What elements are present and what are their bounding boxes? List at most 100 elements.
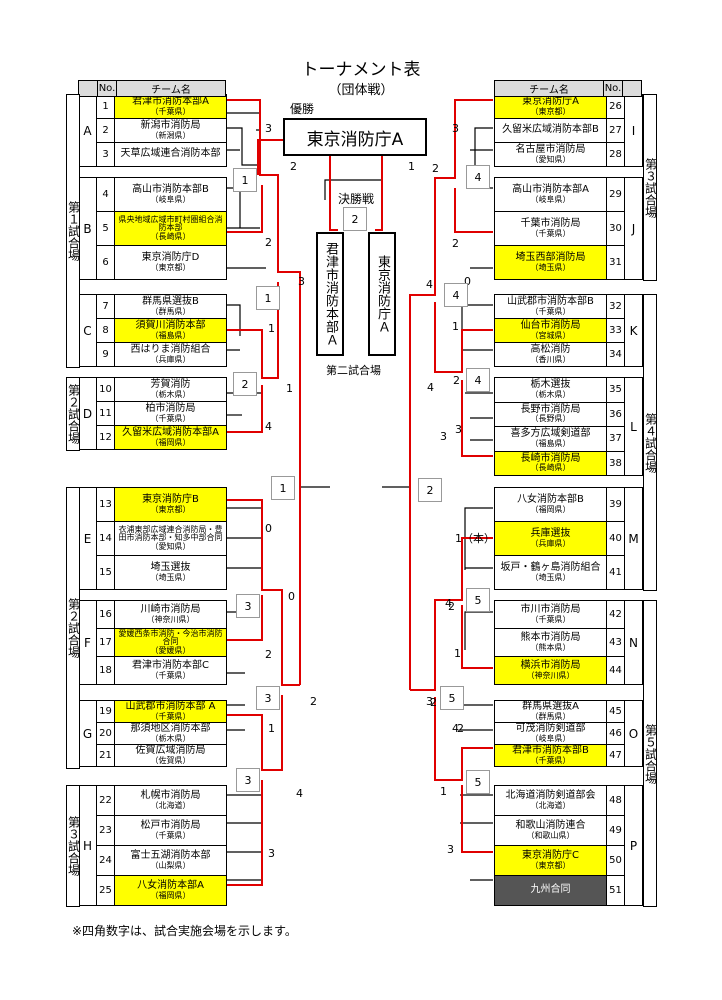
final-label: 決勝戦 [338, 192, 375, 206]
team-name-cell: 東京消防庁C（東京都） [494, 845, 607, 876]
team-number: 51 [606, 875, 625, 906]
venue-label-left: 第２試合場 [66, 377, 81, 451]
team-number: 36 [606, 401, 625, 427]
team-row: 横浜市消防局（神奈川県）44 [494, 656, 643, 685]
team-name: 東京消防庁D [141, 252, 200, 264]
team-number: 48 [606, 785, 625, 816]
team-name: 佐賀広域消防局 [135, 745, 206, 757]
team-prefecture: （長崎県） [530, 463, 571, 473]
match-score: 2 [452, 237, 459, 250]
team-prefecture: （東京都） [150, 262, 191, 272]
team-name: 西はりま消防組合 [130, 344, 211, 356]
team-name: 東京消防庁C [522, 850, 579, 862]
group-letter: I [624, 94, 643, 167]
team-name-cell: 九州合同 [494, 875, 607, 906]
team-prefecture: （岐阜県） [530, 194, 571, 204]
match-venue-mark: 2 [233, 372, 257, 396]
team-name: 川崎市消防局 [140, 604, 201, 616]
match-venue-mark: 3 [256, 686, 280, 710]
team-number: 41 [606, 555, 625, 590]
match-venue-mark: 1 [256, 286, 280, 310]
match-score: 1 [454, 647, 461, 660]
team-name-cell: 八女消防本部B（福岡県） [494, 487, 607, 522]
group-letter: B [78, 177, 97, 280]
team-number: 2 [96, 118, 115, 143]
team-prefecture: （愛知県） [530, 154, 571, 164]
team-name: 長野市消防局 [520, 403, 581, 415]
finalist-left: 君津市消防本部Ａ [316, 232, 344, 356]
team-name: 那須地区消防本部 [130, 723, 211, 735]
team-name-cell: 坂戸・鶴ヶ島消防組合（埼玉県） [494, 555, 607, 590]
team-name: 群馬県選抜A [522, 701, 579, 713]
team-prefecture: （千葉県） [150, 830, 191, 840]
group-letter: G [78, 700, 97, 767]
team-name: 高山市消防本部A [512, 184, 589, 196]
match-venue-mark: 2 [418, 478, 442, 502]
team-prefecture: （神奈川県） [526, 670, 575, 680]
team-prefecture: （千葉県） [150, 670, 191, 680]
team-number: 37 [606, 426, 625, 452]
team-name: 兵庫選抜 [530, 528, 571, 540]
team-name: 栃木選抜 [530, 379, 571, 391]
team-name: 横浜市消防局 [520, 660, 581, 672]
venue-label-right: 第５試合場 [643, 600, 658, 907]
team-number: 4 [96, 177, 115, 212]
team-number: 7 [96, 294, 115, 319]
team-number: 21 [96, 744, 115, 767]
team-name: 衣浦東部広域連合消防局・豊田市消防本部・知多中部合同 [118, 524, 223, 543]
team-number: 12 [96, 425, 115, 450]
match-score: 0 [464, 275, 471, 288]
team-name-cell: 県央地域広域市町村圏組合消防本部（長崎県） [114, 211, 227, 246]
match-venue-mark: 3 [236, 768, 260, 792]
team-row: 埼玉西部消防局（埼玉県）31 [494, 245, 643, 280]
team-number: 10 [96, 377, 115, 402]
team-number: 33 [606, 318, 625, 343]
team-prefecture: （埼玉県） [530, 262, 571, 272]
team-row: 長崎市消防局（長崎県）38 [494, 450, 643, 476]
team-number: 8 [96, 318, 115, 343]
team-prefecture: （東京都） [530, 106, 571, 116]
final-venue-mark: 2 [343, 207, 367, 231]
team-prefecture: （熊本県） [530, 642, 571, 652]
team-name: 和歌山消防連合 [515, 820, 586, 832]
team-row: 高松消防（香川県）34 [494, 342, 643, 367]
team-prefecture: （愛媛県） [150, 645, 191, 655]
team-name-cell: 富士五湖消防本部（山梨県） [114, 845, 227, 876]
team-name: 富士五湖消防本部 [130, 850, 211, 862]
team-prefecture: （山梨県） [150, 860, 191, 870]
team-prefecture: （岐阜県） [530, 733, 571, 743]
page-subtitle: （団体戦） [328, 83, 394, 98]
team-name: 山武郡市消防本部B [507, 296, 594, 308]
team-name: 可茂消防剣道部 [515, 723, 586, 735]
team-row: 可茂消防剣道部（岐阜県）46 [494, 722, 643, 745]
team-number: 50 [606, 845, 625, 876]
team-number: 39 [606, 487, 625, 522]
team-number: 28 [606, 142, 625, 167]
venue-label-left: 第３試合場 [66, 785, 81, 907]
match-score: 0 [265, 522, 272, 535]
venue-label-left: 第２試合場 [66, 487, 81, 769]
team-prefecture: （千葉県） [530, 306, 571, 316]
team-name-cell: 君津市消防本部B（千葉県） [494, 744, 607, 767]
team-row: 君津市消防本部B（千葉県）47 [494, 744, 643, 767]
team-prefecture: （香川県） [530, 354, 571, 364]
match-score: 2 [448, 600, 455, 613]
team-prefecture: （群馬県） [530, 711, 571, 721]
team-prefecture: （福岡県） [150, 437, 191, 447]
group-letter: L [624, 377, 643, 476]
team-name: 喜多方広域剣道部 [510, 428, 591, 440]
team-prefecture: （兵庫県） [530, 538, 571, 548]
team-name: 天草広域連合消防本部 [120, 148, 221, 160]
match-score: 1 [440, 785, 447, 798]
